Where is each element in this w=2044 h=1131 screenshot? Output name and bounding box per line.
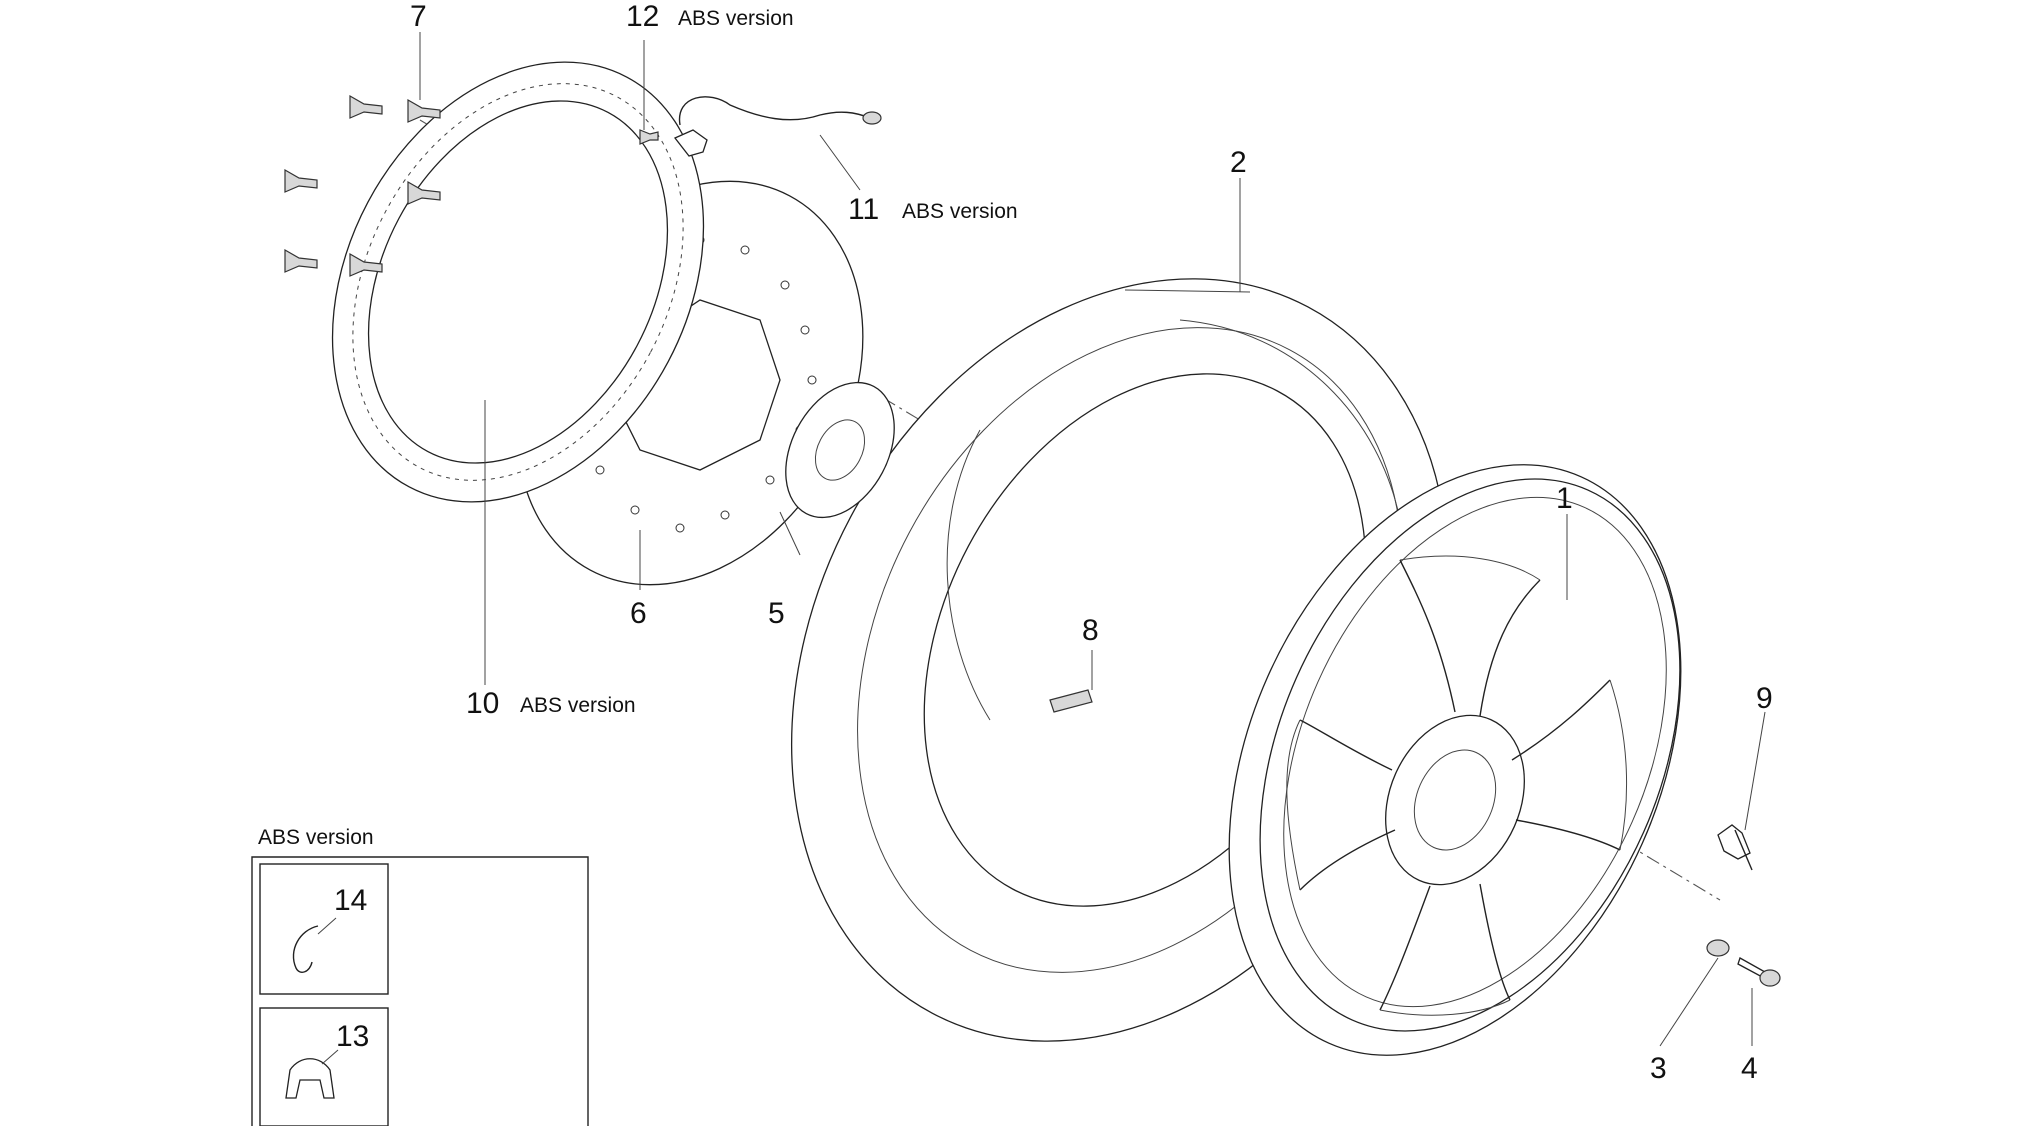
svg-text:ABS version: ABS version — [902, 200, 1018, 223]
inset-title: ABS version — [258, 826, 374, 849]
wheel-rim-part — [1228, 464, 1682, 1056]
cable-clip-part — [285, 1058, 335, 1099]
callout-4: 4 — [1741, 1052, 1758, 1085]
callout-1: 1 — [1556, 482, 1573, 515]
flange-part — [785, 381, 895, 519]
svg-text:ABS version: ABS version — [520, 694, 636, 717]
svg-text:14: 14 — [334, 884, 367, 917]
abs-sensor-part — [673, 96, 882, 157]
callout-5: 5 — [768, 597, 785, 630]
svg-text:11: 11 — [848, 193, 879, 226]
leader-lines — [419, 32, 1766, 1047]
callout-3: 3 — [1650, 1052, 1667, 1085]
svg-text:8: 8 — [1082, 614, 1099, 647]
svg-text:4: 4 — [1741, 1052, 1758, 1085]
abs-inset: ABS version 14 13 — [251, 826, 589, 1127]
svg-text:3: 3 — [1650, 1052, 1667, 1085]
bolt-part — [1737, 957, 1781, 987]
svg-text:10: 10 — [466, 687, 499, 720]
callout-2: 2 — [1230, 146, 1247, 179]
balance-weight-part — [1049, 689, 1093, 713]
abs-tone-ring-part — [331, 61, 705, 503]
callout-11: 11 ABS version — [848, 193, 1018, 226]
callout-12: 12 ABS version — [626, 0, 794, 33]
svg-text:12: 12 — [626, 0, 659, 33]
svg-text:7: 7 — [410, 0, 427, 33]
valve-part — [1717, 824, 1753, 871]
screws-part — [284, 94, 441, 277]
svg-text:5: 5 — [768, 597, 785, 630]
inset-cell-14 — [259, 863, 389, 995]
callout-8: 8 — [1082, 614, 1099, 647]
washer-part — [1706, 939, 1730, 957]
svg-text:ABS version: ABS version — [678, 7, 794, 30]
svg-text:13: 13 — [336, 1020, 369, 1053]
callout-10: 10 ABS version — [466, 687, 636, 720]
callout-6: 6 — [630, 597, 647, 630]
callout-7: 7 — [410, 0, 427, 33]
svg-text:1: 1 — [1556, 482, 1573, 515]
svg-text:6: 6 — [630, 597, 647, 630]
callout-9: 9 — [1756, 682, 1773, 715]
sensor-screw-part — [639, 129, 659, 145]
svg-text:2: 2 — [1230, 146, 1247, 179]
clip-ring-part — [292, 925, 319, 973]
svg-text:9: 9 — [1756, 682, 1773, 715]
